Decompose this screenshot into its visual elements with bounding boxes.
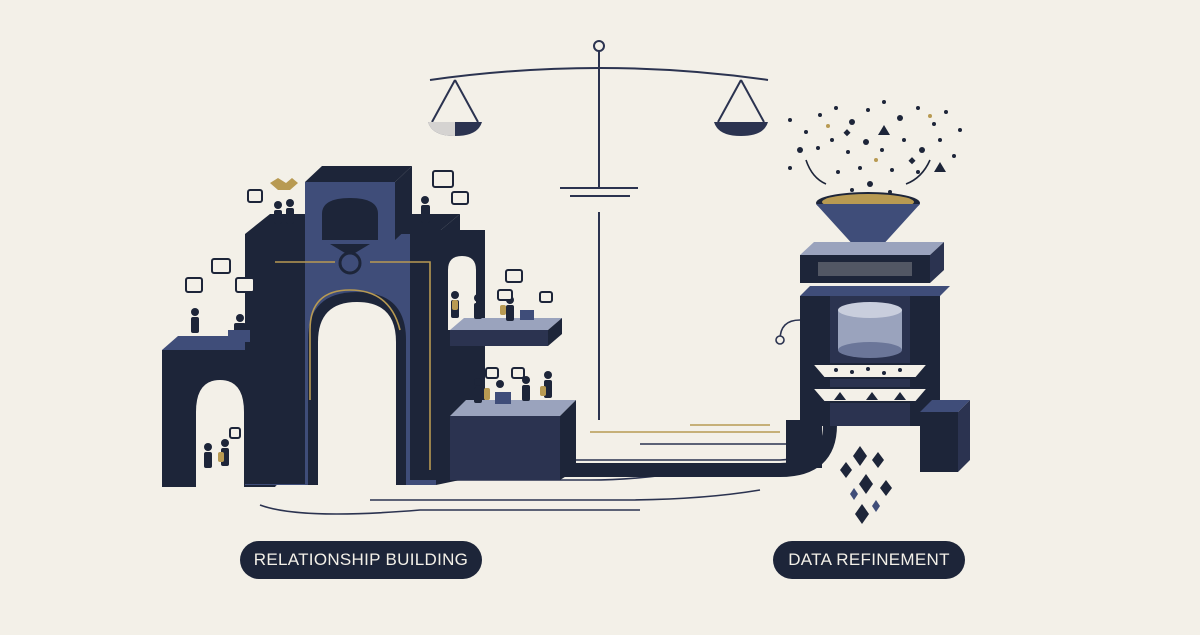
balance-scale-icon [429,40,769,420]
data-refinement-label: DATA REFINEMENT [773,541,965,579]
data-refinery [786,100,970,524]
people-figures [190,178,552,468]
relationship-structure [162,166,576,487]
relationship-building-label: RELATIONSHIP BUILDING [240,541,482,579]
chat-bubble-icons [185,170,553,439]
right-scale-pan [714,122,768,136]
